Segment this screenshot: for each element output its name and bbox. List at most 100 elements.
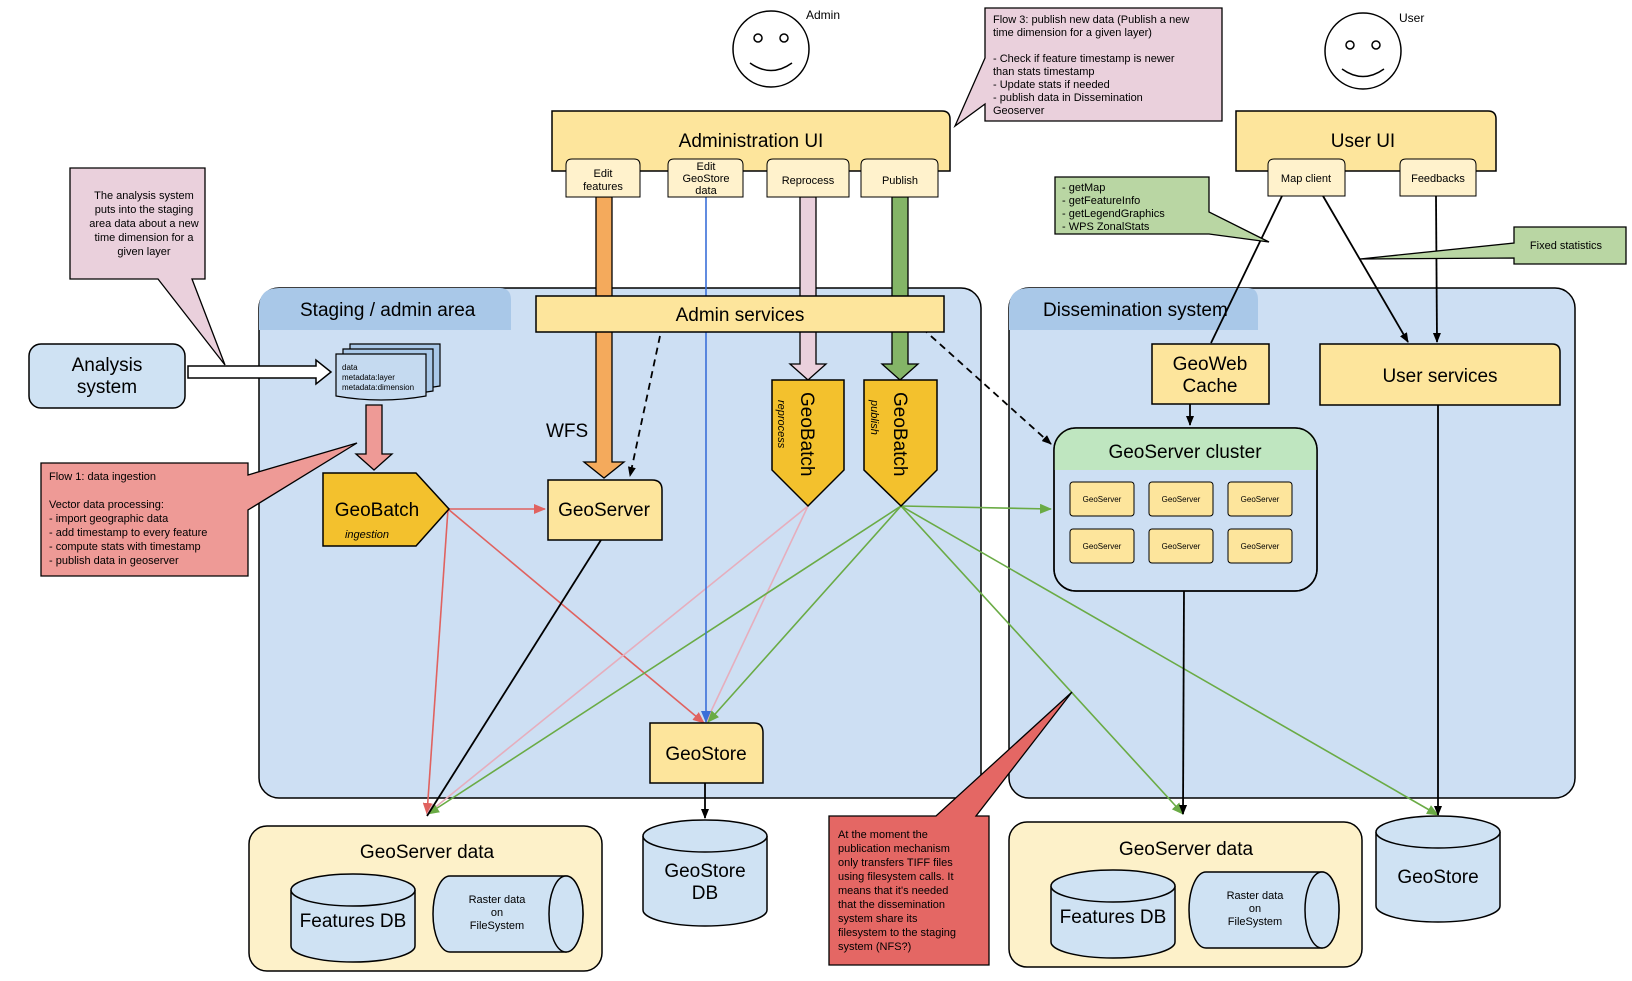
tab-publish-label: Publish (882, 175, 918, 187)
tab-edit-geostore-line3: data (695, 185, 717, 197)
raster-fs-left-line3: FileSystem (470, 920, 524, 932)
features-db-left: Features DB (290, 873, 416, 963)
wfs-label: WFS (546, 421, 588, 442)
tab-feedbacks-label: Feedbacks (1411, 173, 1465, 185)
geowebcache-line1: GeoWeb (1173, 354, 1248, 375)
left-geoserver-data-title: GeoServer data (360, 842, 495, 863)
geobatch-ingestion[interactable]: GeoBatch ingestion (322, 472, 451, 547)
right-geoserver-data-title: GeoServer data (1119, 839, 1254, 860)
tab-map-client-label: Map client (1281, 173, 1331, 185)
user-ui-title: User UI (1331, 131, 1395, 152)
admin-services-bar[interactable]: Admin services (535, 295, 945, 333)
note-publication-line2: publication mechanism (838, 843, 950, 855)
tab-publish[interactable]: Publish (860, 158, 939, 198)
admin-services-label: Admin services (676, 305, 805, 326)
note-map-line2: - getFeatureInfo (1062, 195, 1140, 207)
cluster-node-2: GeoServer (1162, 495, 1201, 504)
geobatch-ingestion-sub: ingestion (345, 529, 389, 541)
geobatch-ingestion-title: GeoBatch (335, 500, 420, 521)
note-flow1-line7: - publish data in geoserver (49, 555, 179, 567)
note-analysis-line5: given layer (117, 246, 171, 258)
geobatch-publish[interactable]: GeoBatch publish (863, 379, 938, 508)
note-flow3-line8: Geoserver (993, 105, 1045, 117)
staging-geostore-label: GeoStore (665, 744, 746, 765)
tab-edit-features[interactable]: Edit features (565, 158, 641, 198)
tab-feedbacks[interactable]: Feedbacks (1399, 158, 1477, 197)
file-label-data: data (342, 363, 358, 372)
note-analysis: The analysis system puts into the stagin… (69, 167, 226, 366)
raster-fs-right: Raster data on FileSystem (1188, 871, 1340, 949)
cluster-node-5: GeoServer (1162, 542, 1201, 551)
cluster-node-1: GeoServer (1083, 495, 1122, 504)
tab-edit-features-line2: features (583, 181, 623, 193)
note-publication-line5: means that it's needed (838, 885, 948, 897)
tab-map-client[interactable]: Map client (1267, 158, 1346, 197)
raster-fs-right-line2: on (1249, 903, 1261, 915)
note-publication-line6: that the dissemination (838, 899, 945, 911)
tab-edit-geostore-data[interactable]: Edit GeoStore data (667, 158, 744, 198)
note-publication-line4: using filesystem calls. It (838, 871, 954, 883)
geobatch-publish-title: GeoBatch (889, 392, 910, 477)
note-analysis-line2: puts into the staging (95, 204, 193, 216)
note-flow3-line4: - Check if feature timestamp is newer (993, 53, 1175, 65)
staging-area-title: Staging / admin area (300, 300, 476, 321)
admin-label: Admin (806, 8, 840, 22)
note-map-operations: - getMap - getFeatureInfo - getLegendGra… (1054, 176, 1270, 243)
user-smiley-icon (1324, 12, 1402, 90)
raster-fs-left: Raster data on FileSystem (432, 875, 584, 953)
administration-ui-title: Administration UI (679, 131, 824, 152)
user-ui[interactable]: User UI (1235, 110, 1497, 172)
file-label-dimension: metadata:dimension (342, 383, 414, 392)
tab-edit-geostore-line1: Edit (697, 161, 716, 173)
geostore-db: GeoStore DB (642, 819, 768, 927)
note-publication-line1: At the moment the (838, 829, 928, 841)
file-label-layer: metadata:layer (342, 373, 395, 382)
note-analysis-line3: area data about a new (89, 218, 199, 230)
tab-reprocess[interactable]: Reprocess (766, 158, 850, 198)
block-arrows (187, 196, 920, 479)
cluster-node-4: GeoServer (1083, 542, 1122, 551)
note-flow3-line2: time dimension for a given layer) (993, 27, 1152, 39)
admin-smiley-icon (732, 10, 810, 88)
cluster-node-6: GeoServer (1241, 542, 1280, 551)
geobatch-reprocess[interactable]: GeoBatch reprocess (771, 379, 845, 508)
note-publication-line9: system (NFS?) (838, 941, 911, 953)
features-db-right: Features DB (1050, 869, 1176, 959)
note-flow3: Flow 3: publish new data (Publish a new … (953, 7, 1223, 128)
analysis-system-box[interactable]: Analysis system (28, 343, 186, 409)
cluster-node-3: GeoServer (1241, 495, 1280, 504)
staging-geoserver-box[interactable]: GeoServer (547, 479, 663, 541)
geobatch-reprocess-title: GeoBatch (796, 392, 817, 477)
geowebcache-line2: Cache (1183, 376, 1238, 397)
user-services-label: User services (1382, 366, 1497, 387)
staging-files: data metadata:layer metadata:dimension (335, 343, 441, 401)
geoserver-cluster-title: GeoServer cluster (1108, 442, 1262, 463)
note-publication-line7: system share its (838, 913, 918, 925)
note-publication-line3: only transfers TIFF files (838, 857, 953, 869)
note-flow3-line6: - Update stats if needed (993, 79, 1110, 91)
geowebcache-box[interactable]: GeoWeb Cache (1151, 343, 1270, 405)
raster-fs-left-line2: on (491, 907, 503, 919)
note-analysis-line4: time dimension for a (94, 232, 194, 244)
note-flow3-line5: than stats timestamp (993, 66, 1095, 78)
tab-edit-features-line1: Edit (594, 168, 613, 180)
note-flow1-line4: - import geographic data (49, 513, 169, 525)
analysis-system-line2: system (77, 377, 137, 398)
geostore-right-db: GeoStore (1375, 815, 1501, 923)
user-label: User (1399, 11, 1424, 25)
note-analysis-line1: The analysis system (94, 190, 194, 202)
features-db-left-label: Features DB (300, 911, 407, 932)
note-flow1-line5: - add timestamp to every feature (49, 527, 207, 539)
geostore-db-line1: GeoStore (664, 861, 745, 882)
note-flow1-line6: - compute stats with timestamp (49, 541, 201, 553)
note-flow3-line7: - publish data in Dissemination (993, 92, 1143, 104)
note-publication-line8: filesystem to the staging (838, 927, 956, 939)
administration-ui[interactable]: Administration UI (551, 110, 951, 172)
user-services-box[interactable]: User services (1319, 343, 1561, 406)
features-db-right-label: Features DB (1060, 907, 1167, 928)
raster-fs-right-line1: Raster data (1227, 890, 1285, 902)
staging-geostore-box[interactable]: GeoStore (649, 722, 764, 784)
note-map-line4: - WPS ZonalStats (1062, 221, 1150, 233)
staging-geoserver-label: GeoServer (558, 500, 651, 521)
note-fixed-statistics-label: Fixed statistics (1530, 240, 1603, 252)
